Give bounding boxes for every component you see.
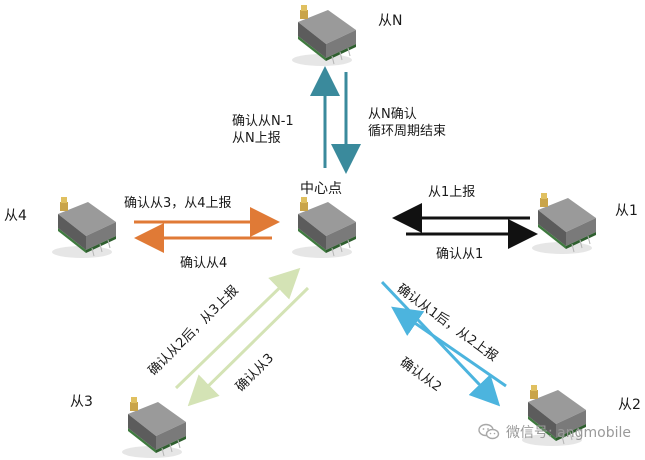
edge-label-n-down-2: 循环周期结束 <box>368 124 447 139</box>
node-slave-1-icon <box>531 192 597 255</box>
node-center-label: 中心点 <box>300 181 342 197</box>
node-slave-4-icon <box>51 196 117 259</box>
node-slave-3-icon <box>121 396 187 459</box>
edge-label-center-to-s1: 确认从1 <box>436 247 484 262</box>
node-center-icon <box>291 196 357 259</box>
wechat-icon <box>478 423 500 440</box>
edge-label-n-up-1: 确认从N-1 <box>232 114 294 129</box>
watermark-text: 微信号: angmobile <box>506 425 631 441</box>
edge-label-n-down-1: 从N确认 <box>368 107 417 122</box>
node-slave-n-icon <box>291 4 357 67</box>
edge-label-s1-to-center: 从1上报 <box>428 185 476 200</box>
node-slave-n-label: 从N <box>378 13 403 29</box>
node-slave-3-label: 从3 <box>70 394 93 410</box>
arrow-s2-to-center <box>391 306 507 388</box>
arrow-s3-to-center <box>174 267 301 390</box>
edge-label-s4-to-center: 确认从3，从4上报 <box>124 196 232 211</box>
node-slave-1-label: 从1 <box>615 203 638 219</box>
edge-label-center-to-s4: 确认从4 <box>180 256 228 271</box>
node-slave-2-label: 从2 <box>618 397 641 413</box>
edge-label-n-up-2: 从N上报 <box>232 131 281 146</box>
watermark: 微信号: angmobile <box>478 422 631 442</box>
arrow-center-to-s2 <box>380 280 501 407</box>
node-slave-4-label: 从4 <box>4 208 27 224</box>
arrow-center-to-s3 <box>187 286 310 407</box>
